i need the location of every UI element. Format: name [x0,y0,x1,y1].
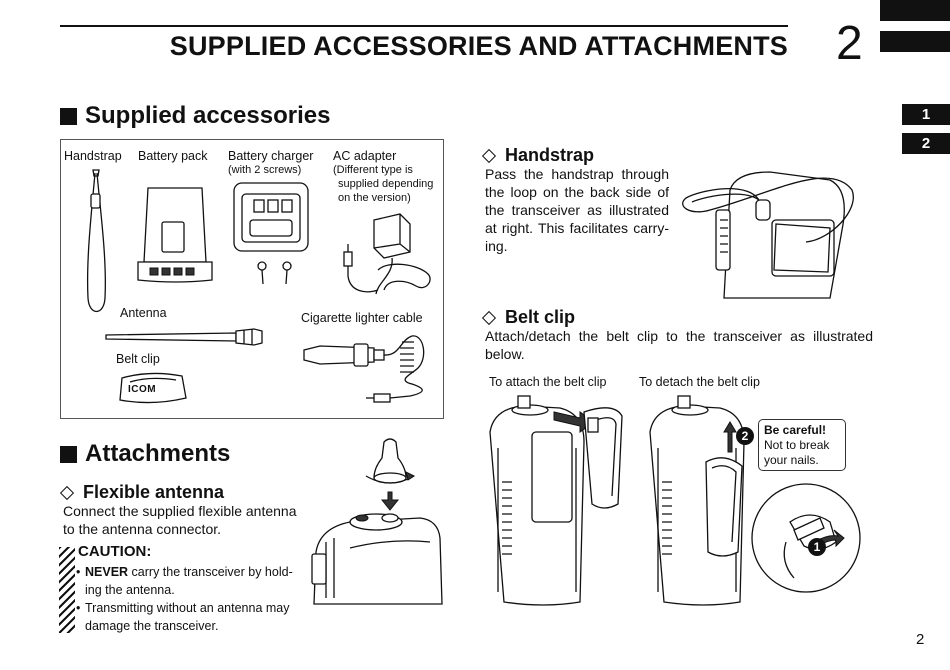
battery-pack-illustration [137,187,213,283]
handstrap-usage-illustration [682,171,854,299]
page-number: 2 [916,631,925,648]
ac-adapter-illustration [343,213,431,295]
bullet-icon: • [76,601,81,615]
bullet-icon: • [76,565,81,579]
battery-charger-illustration [233,182,309,285]
chapter-bar-bottom [880,31,950,52]
side-tab-2[interactable]: 2 [902,133,950,154]
caution-title: CAUTION: [78,543,152,560]
cigarette-cable-label: Cigarette lighter cable [301,311,423,325]
belt-clip-label: Belt clip [116,352,160,366]
diamond-bullet-icon [59,485,75,500]
diamond-bullet-icon [481,148,497,163]
caution-list: • NEVER carry the transceiver by hold- i… [76,563,308,635]
step-2-badge: 2 [736,427,754,445]
antenna-attach-illustration [311,438,443,605]
ac-adapter-label: AC adapter [333,149,397,163]
attach-caption: To attach the belt clip [489,375,607,389]
ac-adapter-note-2: supplied depending [338,178,434,190]
battery-pack-label: Battery pack [138,149,208,163]
accessories-box [60,139,444,419]
detach-caption: To detach the belt clip [639,375,760,389]
chapter-number: 2 [836,17,863,70]
handstrap-heading: Handstrap [480,145,594,166]
belt-clip-logo: ICOM [128,384,157,395]
handstrap-label: Handstrap [64,149,122,163]
antenna-illustration [105,328,263,346]
caution-hatch-bar [59,547,75,633]
step-1-badge: 1 [808,538,826,556]
square-bullet-icon [60,107,77,125]
ac-adapter-note-1: (Different type is [333,164,413,176]
belt-clip-accessory-illustration [119,372,187,404]
belt-clip-heading: Belt clip [480,307,575,328]
side-tab-1[interactable]: 1 [902,104,950,125]
handstrap-illustration [86,169,106,313]
attach-belt-clip-illustration [489,395,623,606]
caution-item: • NEVER carry the transceiver by hold- [76,565,293,579]
belt-clip-text: Attach/detach the belt clip to the trans… [485,328,873,362]
flexible-antenna-heading: Flexible antenna [58,482,224,503]
header-rule [60,25,788,27]
battery-charger-label: Battery charger [228,149,314,163]
flexible-antenna-text: Connect the supplied flexible antenna to… [63,503,297,537]
diamond-bullet-icon [481,310,497,325]
chapter-bar-top [880,0,950,21]
zoom-detail-illustration [751,483,861,593]
battery-charger-note: (with 2 screws) [228,164,302,176]
supplied-accessories-heading: Supplied accessories [60,102,330,130]
attachments-heading: Attachments [60,440,230,468]
handstrap-text: Pass the handstrap through the loop on t… [485,166,669,254]
antenna-label: Antenna [120,306,167,320]
page-title: SUPPLIED ACCESSORIES AND ATTACHMENTS [169,31,788,61]
ac-adapter-note-3: on the version) [338,192,411,204]
square-bullet-icon [60,445,77,463]
cigarette-cable-illustration [303,335,425,403]
detach-belt-clip-illustration [649,395,745,606]
careful-note: Be careful! Not to break your nails. [758,419,846,471]
caution-item: • Transmitting without an antenna may [76,601,290,615]
